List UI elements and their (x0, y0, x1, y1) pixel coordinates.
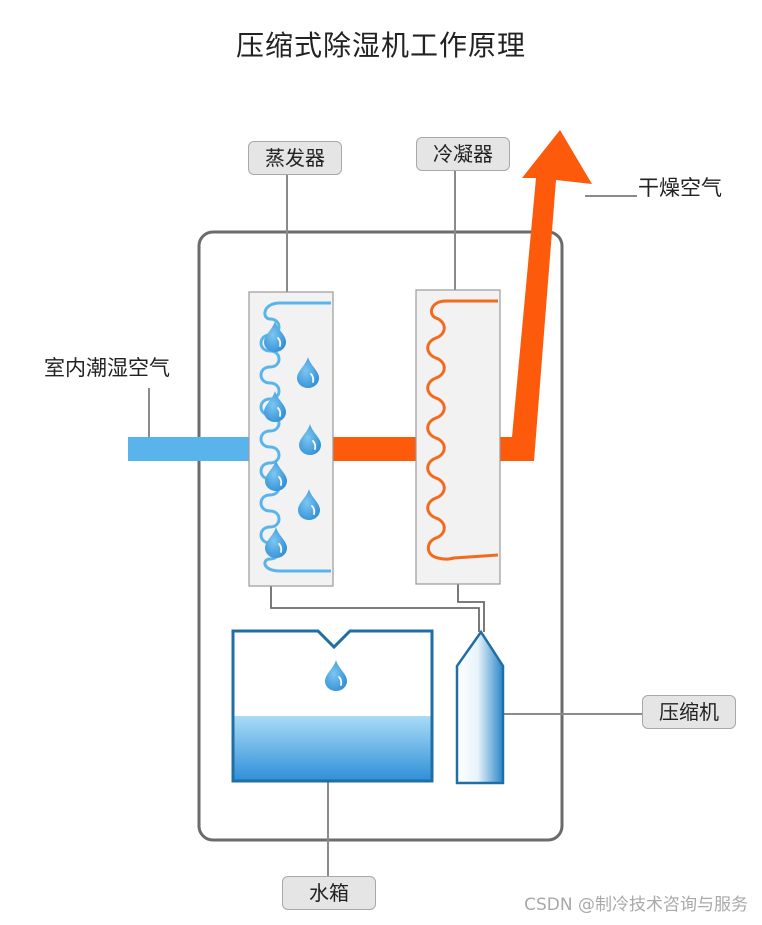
water-tank (231, 629, 434, 783)
watermark: CSDN @制冷技术咨询与服务 (524, 895, 748, 915)
water-tank-label: 水箱 (282, 876, 376, 910)
humid-air-inlet-arrow (128, 437, 249, 461)
diagram-title: 压缩式除湿机工作原理 (235, 29, 526, 62)
dry-air-outlet-arrow (500, 130, 592, 461)
water-level (233, 716, 432, 781)
humid-air-label: 室内潮湿空气 (44, 356, 170, 380)
compressor-body (455, 629, 505, 785)
compressor-label: 压缩机 (642, 695, 736, 729)
evaporator-coil (259, 301, 331, 573)
air-flow-middle (333, 437, 416, 461)
condenser-panel (415, 289, 501, 585)
condenser-label: 冷凝器 (416, 137, 510, 171)
dehumidifier-housing (197, 230, 564, 842)
condenser-coil (426, 299, 499, 561)
evaporator-label: 蒸发器 (248, 141, 342, 175)
dry-air-label: 干燥空气 (638, 176, 722, 200)
